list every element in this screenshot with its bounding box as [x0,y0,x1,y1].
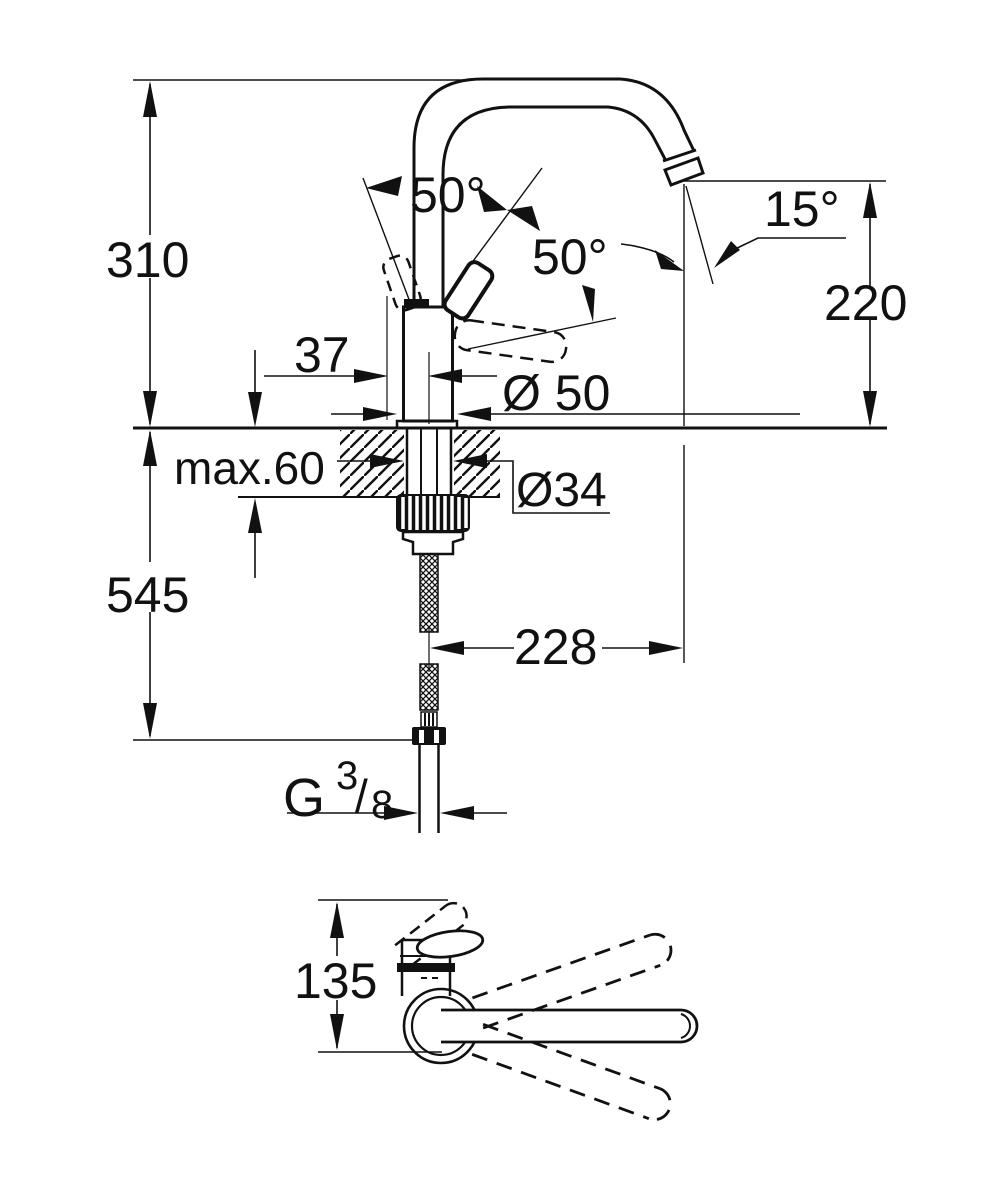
mounting-nut [396,494,470,556]
svg-text:3: 3 [336,754,358,798]
spout-outline-inner [441,105,667,307]
angle-50-right-label: 50° [532,229,608,285]
top-spout-dashed-up [471,932,673,1030]
svg-text:G: G [283,768,325,828]
aerator-band-line [662,148,697,163]
top-spout-cap-inner [680,1013,691,1039]
top-handle-knob [415,929,485,959]
arc-to-vertical [620,243,675,263]
mixer-body [402,305,454,423]
top-view [318,899,699,1122]
axis-handle-down [467,317,617,350]
svg-text:/: / [355,770,368,822]
labels: 310 50° 50° 15° 220 37 Ø 50 max.60 Ø34 5… [106,167,907,1009]
arc-to-vertical-arrowhead [655,250,684,271]
axis-handle-left [362,177,411,303]
dimensions [133,79,886,820]
angle-50-left-label: 50° [410,167,486,223]
top-body-band [397,963,455,972]
thread-g38-label: G 3 / 8 [283,754,393,828]
dim-228-label: 228 [514,619,597,675]
dim-d34-label: Ø34 [516,464,607,517]
spout-outline-outer [412,77,696,307]
leader-15deg-arrowhead [714,241,740,268]
dim-135 [318,899,448,1053]
top-spout-solid [441,1008,699,1044]
angle-15-label: 15° [764,181,840,237]
supply-tube [418,745,440,833]
arc-arrowhead-left [366,176,402,196]
axis-handle-up [464,167,543,273]
arc-arrowhead-bowtie-b [507,206,540,231]
svg-text:8: 8 [371,783,393,827]
leader-15deg [730,237,846,252]
dim-max60-label: max.60 [174,442,325,494]
hose-connector-nut [412,727,446,745]
top-spout-dashed-down [471,1022,672,1122]
base-flange [395,419,459,430]
handle-solid [442,260,495,321]
arrowhead-to-down-axis [582,285,595,322]
braided-hose [412,553,446,745]
side-view [133,77,887,833]
aerator-cap [663,156,705,187]
handle-dashed-right [453,319,568,364]
dim-220-label: 220 [824,275,907,331]
cartridge-cap [404,299,429,308]
top-handle-dashed [394,901,468,967]
dim-545-label: 545 [106,567,189,623]
dim-135-label: 135 [294,953,377,1009]
dim-310-label: 310 [106,232,189,288]
dim-d50-label: Ø 50 [502,365,610,421]
arc-arrowhead-bowtie-a [477,186,507,212]
axis-spout-tilt [685,185,714,285]
dim-37-label: 37 [294,327,350,383]
